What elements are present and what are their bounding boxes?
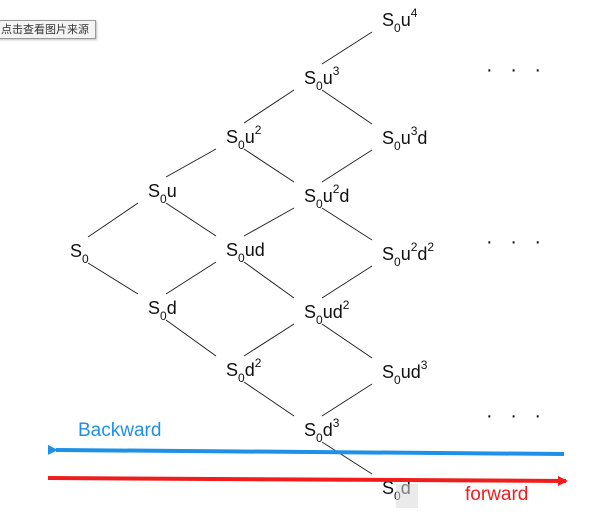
node-s0u3d: S0u3d (382, 124, 427, 153)
backward-arrow (47, 444, 565, 456)
edge-s0d3-s0ud3 (321, 383, 373, 417)
edge-s0u2-s0u2d (243, 148, 295, 183)
edge-s0d-s0ud (165, 261, 217, 295)
node-s0ud: S0ud (226, 240, 265, 265)
edge-s0u2-s0u3 (243, 89, 295, 124)
ellipsis-top: · · · (486, 59, 547, 81)
node-s0d: S0d (148, 298, 177, 323)
tree-edges (87, 31, 373, 475)
watermark-blur (396, 484, 418, 508)
edge-s0u3-s0u4 (321, 31, 373, 65)
edge-s0-s0d (87, 262, 139, 295)
forward-arrow (47, 475, 568, 486)
backward-label: Backward (78, 420, 161, 441)
edge-s0d2-s0ud2 (243, 323, 295, 357)
image-source-tooltip[interactable]: 点击查看图片来源 (0, 20, 96, 39)
node-s0u3: S0u3 (304, 64, 340, 93)
edge-s0ud2-s0u2d2 (321, 265, 373, 299)
edge-s0-s0u (87, 202, 139, 238)
edge-s0u3-s0u3d (321, 89, 373, 125)
edge-s0ud2-s0ud3 (321, 323, 373, 359)
node-s0d3: S0d3 (304, 416, 340, 445)
edge-s0d-s0d2 (165, 319, 217, 357)
edge-s0u2d-s0u2d2 (321, 207, 373, 241)
node-s0u2d: S0u2d (304, 182, 349, 211)
edge-s0d2-s0d3 (243, 381, 295, 417)
node-s0u4: S0u4 (382, 6, 418, 35)
tooltip-text: 点击查看图片来源 (1, 23, 89, 36)
ellipsis-bottom: · · · (486, 405, 547, 427)
forward-label: forward (465, 484, 528, 505)
edge-s0u-s0u2 (165, 148, 217, 178)
node-s0u2d2: S0u2d2 (382, 240, 434, 269)
edge-s0ud-s0u2d (243, 207, 295, 237)
edge-s0u-s0ud (165, 202, 217, 237)
edge-s0d3-s0d4 (321, 441, 373, 475)
node-s0ud3: S0ud3 (382, 358, 428, 387)
edge-s0ud-s0ud2 (243, 261, 295, 299)
node-s0d2: S0d2 (226, 356, 262, 385)
node-s0ud2: S0ud2 (304, 298, 350, 327)
ellipsis-middle: · · · (486, 231, 547, 253)
node-s0u: S0u (148, 181, 177, 206)
node-s0u2: S0u2 (226, 123, 262, 152)
node-s0: S0 (70, 241, 89, 266)
edge-s0u2d-s0u3d (321, 149, 373, 183)
